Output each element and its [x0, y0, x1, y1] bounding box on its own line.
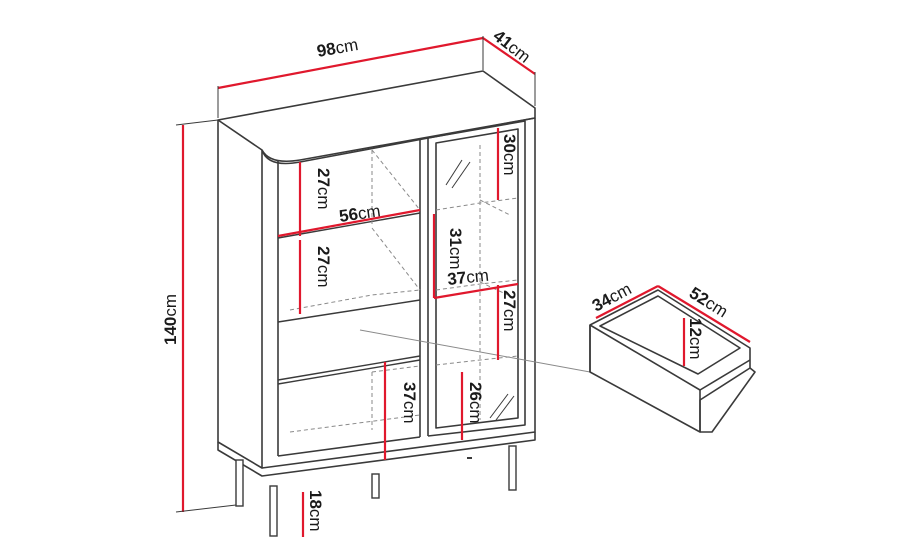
label-glass-bottom: 26cm: [466, 382, 485, 424]
dim-line-inner-width-right: [433, 282, 519, 300]
label-shelf-left-top: 27cm: [314, 168, 333, 210]
drawer-outline: [589, 289, 756, 433]
hidden-lines: [289, 145, 519, 433]
dim-line-width: [217, 36, 484, 90]
left-shelves: [277, 212, 421, 385]
dim-line-depth: [482, 37, 536, 75]
label-height: 140cm: [161, 294, 180, 345]
dim-line-drawer-width: [657, 285, 751, 343]
label-shelf-left-middle: 27cm: [314, 246, 333, 288]
dimension-lines: [181, 36, 751, 537]
extension-lines: [175, 36, 536, 513]
label-glass-top: 30cm: [500, 134, 519, 176]
drawer-leader-line: [359, 329, 591, 373]
label-inner-width-right: 37cm: [446, 266, 489, 289]
dim-line-inner-width-left: [277, 208, 421, 238]
cabinet-outline: [217, 70, 536, 477]
label-inner-width-left: 56cm: [338, 201, 382, 226]
label-glass-third: 27cm: [500, 290, 519, 332]
label-left-bottom: 37cm: [400, 382, 419, 424]
label-leg: 18cm: [306, 490, 325, 532]
dim-line-drawer-depth: [595, 285, 659, 319]
glass-shine: [445, 159, 515, 421]
cabinet-legs: [235, 445, 517, 537]
label-drawer-height: 12cm: [686, 318, 705, 360]
label-glass-second: 31cm: [446, 228, 465, 270]
label-width: 98cm: [315, 35, 359, 61]
